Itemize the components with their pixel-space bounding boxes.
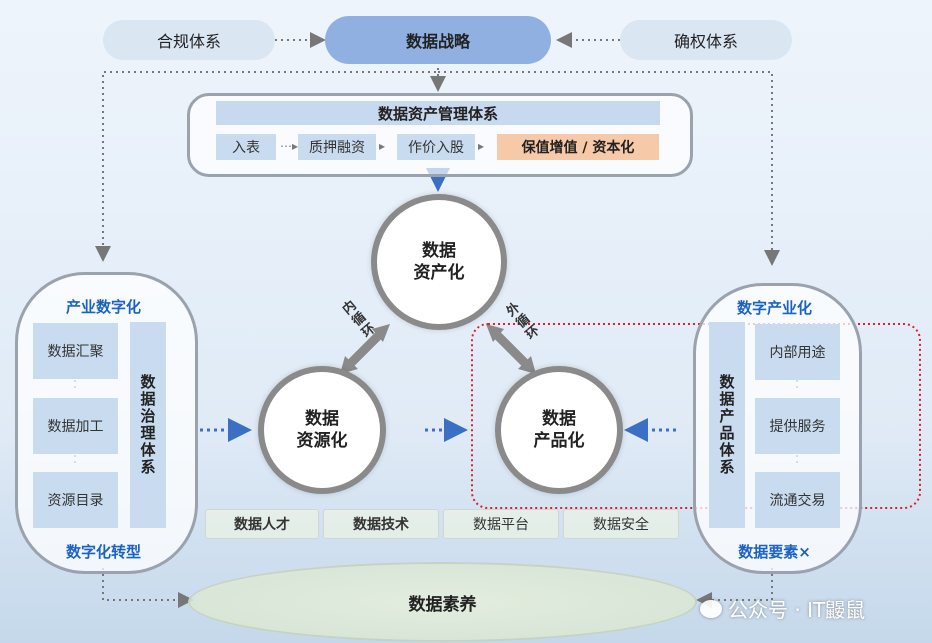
circle-label-line2: 资源化 (296, 431, 348, 451)
data-product-system: 数据产品体系 (709, 322, 745, 528)
right-item-provide-service: 提供服务 (755, 398, 840, 454)
data-literacy-ellipse: 数据素养 (188, 562, 697, 642)
right-panel-title: 数字产业化 (736, 299, 812, 317)
watermark-text: 公众号 · IT鼹鼠 (728, 598, 866, 622)
data-productization-circle: 数据 产品化 (495, 366, 623, 494)
left-item-aggregation: 数据汇聚 (33, 323, 118, 379)
circle-label-line2: 产品化 (533, 431, 585, 451)
compliance-system: 合规体系 (103, 20, 275, 60)
skill-technology: 数据技术 (323, 509, 439, 539)
right-panel-bottom: 数据要素× (738, 543, 811, 561)
step-value-capitalization: 保值增值 / 资本化 (497, 134, 659, 160)
circle-label-line1: 数据 (422, 241, 456, 261)
wechat-icon (700, 599, 722, 618)
left-item-processing: 数据加工 (33, 398, 118, 454)
data-resourcization-circle: 数据 资源化 (258, 366, 386, 494)
left-item-catalog: 资源目录 (33, 472, 118, 528)
step-equity-investment: 作价入股 (397, 134, 475, 160)
arrow-icon: ▸ (478, 139, 485, 153)
circle-label-line2: 资产化 (413, 263, 465, 283)
skill-talent: 数据人才 (205, 509, 319, 539)
data-assetization-circle: 数据 资产化 (371, 194, 507, 330)
asset-management-title: 数据资产管理体系 (216, 101, 660, 125)
arrow-icon: ▸ (379, 139, 386, 153)
left-panel-bottom: 数字化转型 (65, 543, 141, 561)
rights-system: 确权体系 (620, 20, 792, 60)
arrow-icon: ⋯▸ (280, 139, 299, 153)
skill-security: 数据安全 (563, 509, 679, 539)
circle-label-line1: 数据 (305, 409, 339, 429)
circle-label-line1: 数据 (542, 409, 576, 429)
step-listing: 入表 (216, 134, 276, 160)
skill-platform: 数据平台 (443, 509, 559, 539)
right-item-internal-use: 内部用途 (755, 324, 840, 380)
watermark: 公众号 · IT鼹鼠 (700, 594, 865, 623)
data-strategy: 数据战略 (325, 16, 551, 64)
right-item-circulation-trade: 流通交易 (755, 472, 840, 528)
data-literacy-label: 数据素养 (408, 594, 477, 615)
step-pledge-financing: 质押融资 (298, 134, 376, 160)
left-panel-title: 产业数字化 (65, 298, 141, 316)
data-governance-system: 数据治理体系 (130, 322, 166, 528)
